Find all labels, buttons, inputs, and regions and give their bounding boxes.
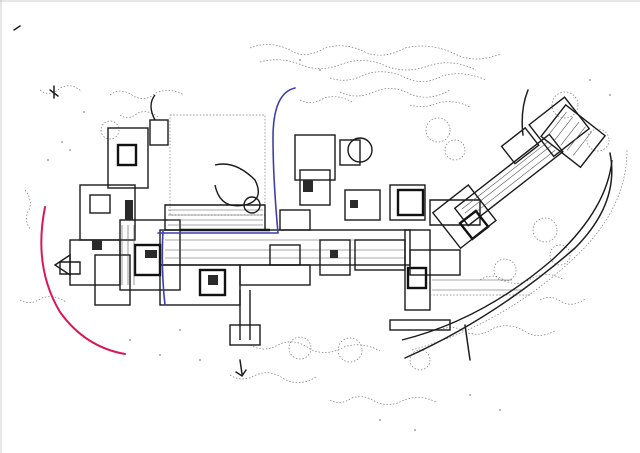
scribble-marks [13,25,247,378]
guest-wing [431,96,591,250]
red-pen-arc [40,206,126,355]
vegetation-top [249,44,501,108]
main-house-wing [53,94,181,306]
driveway-curve [401,159,613,341]
black-pen-arc [404,152,613,359]
black-pen-tick [464,324,471,361]
stipple [47,59,611,431]
central-court [164,114,270,232]
outbuilding [540,103,607,169]
trees [100,91,610,371]
vegetation-bottom [229,274,587,405]
black-pen-mark [521,89,529,136]
east-terrace [389,199,530,331]
middle-block [279,134,426,231]
driveway-edge [411,149,628,351]
long-gallery [159,229,411,346]
blue-pen-line [157,87,296,306]
